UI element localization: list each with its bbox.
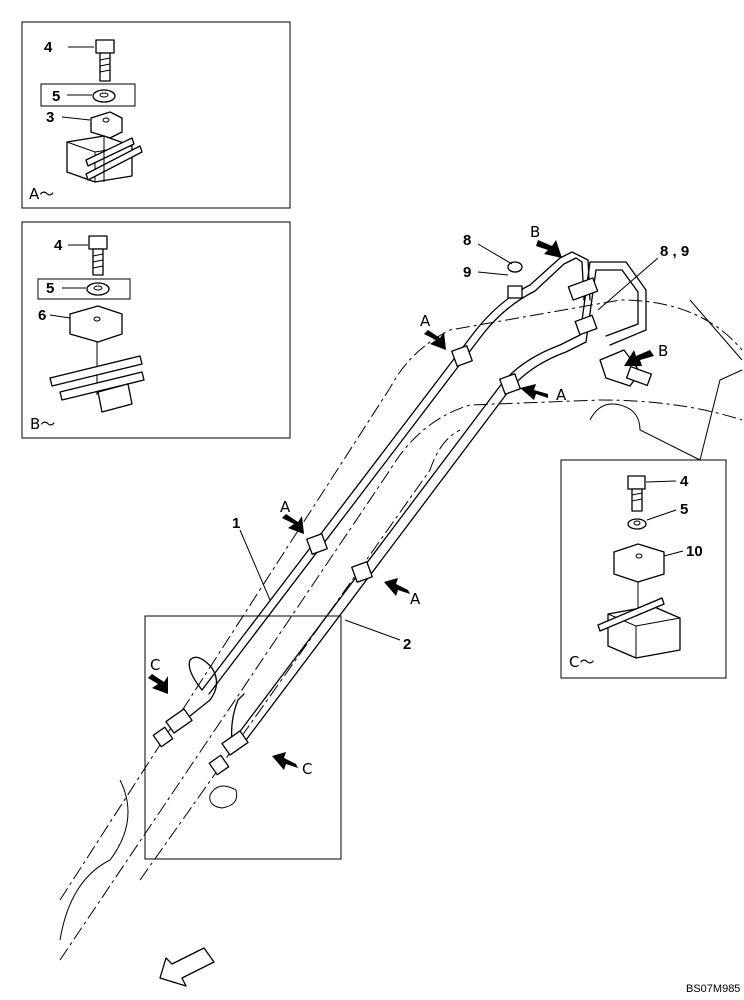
pipe-icon <box>85 137 143 181</box>
view-title-b: B～ <box>30 415 55 433</box>
callout-8-9: 8 , 9 <box>660 243 689 260</box>
pipe-line-2 <box>231 261 647 749</box>
view-title-c: C～ <box>569 653 594 671</box>
detail-window-c <box>144 615 342 860</box>
callout-6: 6 <box>38 307 46 324</box>
washer-box-a <box>40 83 136 107</box>
callout-5-a: 5 <box>52 88 60 105</box>
washer-box-b <box>37 278 131 300</box>
arm-outline <box>59 779 129 941</box>
callout-4-c: 4 <box>680 473 689 490</box>
bolt-icon <box>95 39 115 82</box>
washer-icon <box>92 89 116 103</box>
view-arrow-icon <box>384 578 410 596</box>
callout-1: 1 <box>232 515 240 532</box>
detail-frame-c <box>560 459 727 679</box>
swivel-fitting-icon <box>567 277 653 387</box>
view-arrow-icon <box>424 330 446 350</box>
detail-view-b: 4 5 6 B～ <box>21 221 291 439</box>
clamp-icon <box>306 533 328 555</box>
view-letter-c-1: C <box>150 656 160 674</box>
view-letter-b-2: B <box>658 342 668 360</box>
callout-8: 8 <box>463 232 471 249</box>
detail-frame-b <box>21 221 291 439</box>
view-letter-a-3: A <box>280 498 291 516</box>
bracket-block-icon <box>97 383 133 413</box>
callout-10: 10 <box>686 543 703 560</box>
view-letter-a-2: A <box>556 386 567 404</box>
washer-icon <box>86 282 110 296</box>
view-letter-b: B <box>530 223 540 241</box>
view-arrow-icon <box>520 384 548 400</box>
clamp-icon <box>69 305 123 343</box>
view-arrow-icon <box>282 514 304 534</box>
main-assembly <box>59 251 743 961</box>
clamp-icon <box>351 561 373 583</box>
front-direction-arrow-icon <box>159 947 215 987</box>
hose-fitting-icon <box>152 708 193 748</box>
callout-4-a: 4 <box>44 39 53 56</box>
bracket-block-icon <box>607 605 681 659</box>
pipe-icon <box>49 355 145 401</box>
bolt-icon <box>627 475 646 512</box>
clamp-icon <box>451 345 473 367</box>
clamp-icon <box>90 111 123 139</box>
detail-frame-a <box>21 21 291 209</box>
callout-9: 9 <box>463 264 471 281</box>
pipe-icon <box>597 597 665 632</box>
view-arrow-icon <box>624 350 654 366</box>
clamp-icon <box>613 543 665 583</box>
boom-outline <box>59 299 743 901</box>
plug-icon <box>507 261 523 299</box>
view-letter-c-2: C <box>302 760 312 778</box>
bolt-icon <box>88 235 108 276</box>
callout-5-c: 5 <box>680 501 688 518</box>
callout-4-b: 4 <box>54 237 63 254</box>
view-title-a: A～ <box>29 185 54 203</box>
view-letter-a-4: A <box>410 590 421 608</box>
detail-view-a: 4 5 3 A～ <box>21 21 291 209</box>
view-arrow-icon <box>148 674 168 694</box>
callout-2: 2 <box>403 636 411 653</box>
pipe-line-1 <box>201 251 591 695</box>
detail-view-c: 4 5 10 C～ <box>560 459 727 679</box>
hose-fitting-icon <box>208 730 249 776</box>
view-arrow-icon <box>536 240 562 258</box>
washer-icon <box>627 518 647 530</box>
callout-5-b: 5 <box>46 280 54 297</box>
callout-3: 3 <box>46 109 54 126</box>
view-arrow-icon <box>272 752 298 770</box>
clamp-icon <box>499 373 521 395</box>
drawing-code: BS07M985 <box>686 983 740 995</box>
view-letter-a-1: A <box>420 312 431 330</box>
